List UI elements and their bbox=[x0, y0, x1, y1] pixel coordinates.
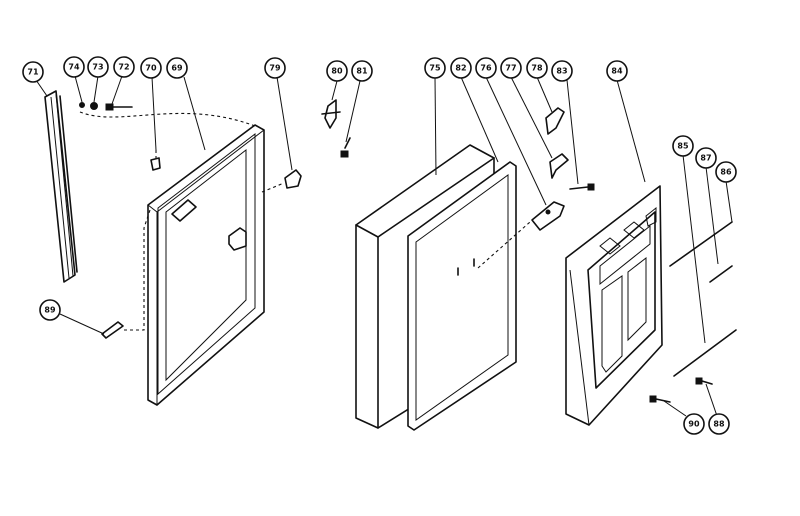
part-80-latch bbox=[321, 99, 341, 129]
svg-text:78: 78 bbox=[531, 64, 543, 73]
callout-84: 84 bbox=[606, 60, 628, 82]
svg-text:72: 72 bbox=[118, 63, 129, 72]
part-83-screw bbox=[569, 183, 595, 191]
part-81-screw bbox=[340, 137, 351, 158]
part-87-rod bbox=[669, 221, 733, 267]
svg-text:80: 80 bbox=[331, 67, 343, 76]
callout-71: 71 bbox=[22, 61, 44, 83]
svg-text:90: 90 bbox=[688, 420, 700, 429]
svg-text:71: 71 bbox=[27, 68, 39, 77]
svg-text:83: 83 bbox=[556, 67, 567, 76]
callout-78: 78 bbox=[526, 57, 548, 79]
callout-69-top: 69 bbox=[166, 57, 188, 79]
part-69-door-frame bbox=[147, 124, 265, 406]
part-90-screw bbox=[649, 395, 671, 403]
part-71-trim-strip bbox=[44, 90, 78, 283]
part-73-nut bbox=[90, 102, 98, 110]
part-85-rod bbox=[673, 329, 737, 377]
callout-75: 75 bbox=[424, 57, 446, 79]
callout-81: 81 bbox=[351, 60, 373, 82]
svg-text:84: 84 bbox=[611, 67, 623, 76]
part-72-screw bbox=[105, 103, 133, 111]
callout-85: 85 bbox=[672, 135, 694, 157]
assembly-path-top bbox=[79, 111, 256, 127]
callout-86: 86 bbox=[715, 161, 737, 183]
callout-83: 83 bbox=[551, 60, 573, 82]
part-86-rod bbox=[709, 265, 733, 283]
callout-80: 80 bbox=[326, 60, 348, 82]
part-88-screw bbox=[695, 377, 713, 385]
callout-90: 90 bbox=[683, 413, 705, 435]
part-77-clip bbox=[549, 153, 569, 179]
callout-76: 76 bbox=[475, 57, 497, 79]
part-79-bracket bbox=[261, 169, 302, 193]
svg-text:81: 81 bbox=[356, 67, 368, 76]
callout-77: 77 bbox=[500, 57, 522, 79]
part-74-nut bbox=[79, 102, 85, 108]
svg-text:70: 70 bbox=[145, 64, 157, 73]
part-70-clip bbox=[150, 150, 161, 171]
part-84-door-liner bbox=[565, 185, 663, 426]
svg-text:87: 87 bbox=[700, 154, 711, 163]
svg-text:82: 82 bbox=[455, 64, 466, 73]
svg-text:75: 75 bbox=[429, 64, 441, 73]
svg-text:73: 73 bbox=[92, 63, 103, 72]
callout-79: 79 bbox=[264, 57, 286, 79]
part-78-bracket bbox=[545, 107, 565, 135]
svg-text:88: 88 bbox=[713, 420, 725, 429]
svg-text:79: 79 bbox=[269, 64, 281, 73]
callout-88: 88 bbox=[708, 413, 730, 435]
callout-82: 82 bbox=[450, 57, 472, 79]
part-89-pin bbox=[101, 209, 151, 339]
callout-89: 89 bbox=[39, 299, 61, 321]
svg-text:76: 76 bbox=[480, 64, 492, 73]
callout-70: 70 bbox=[140, 57, 162, 79]
callout-73: 73 bbox=[87, 56, 109, 78]
svg-text:74: 74 bbox=[68, 63, 80, 72]
part-82-gasket bbox=[407, 161, 517, 431]
callout-87: 87 bbox=[695, 147, 717, 169]
svg-text:89: 89 bbox=[44, 306, 56, 315]
svg-text:77: 77 bbox=[505, 64, 516, 73]
callout-72: 72 bbox=[113, 56, 135, 78]
leader-lines bbox=[35, 75, 733, 417]
svg-text:85: 85 bbox=[677, 142, 689, 151]
part-76-hinge bbox=[477, 201, 565, 269]
svg-text:69: 69 bbox=[171, 64, 183, 73]
svg-text:86: 86 bbox=[720, 168, 732, 177]
callout-74: 74 bbox=[63, 56, 85, 78]
